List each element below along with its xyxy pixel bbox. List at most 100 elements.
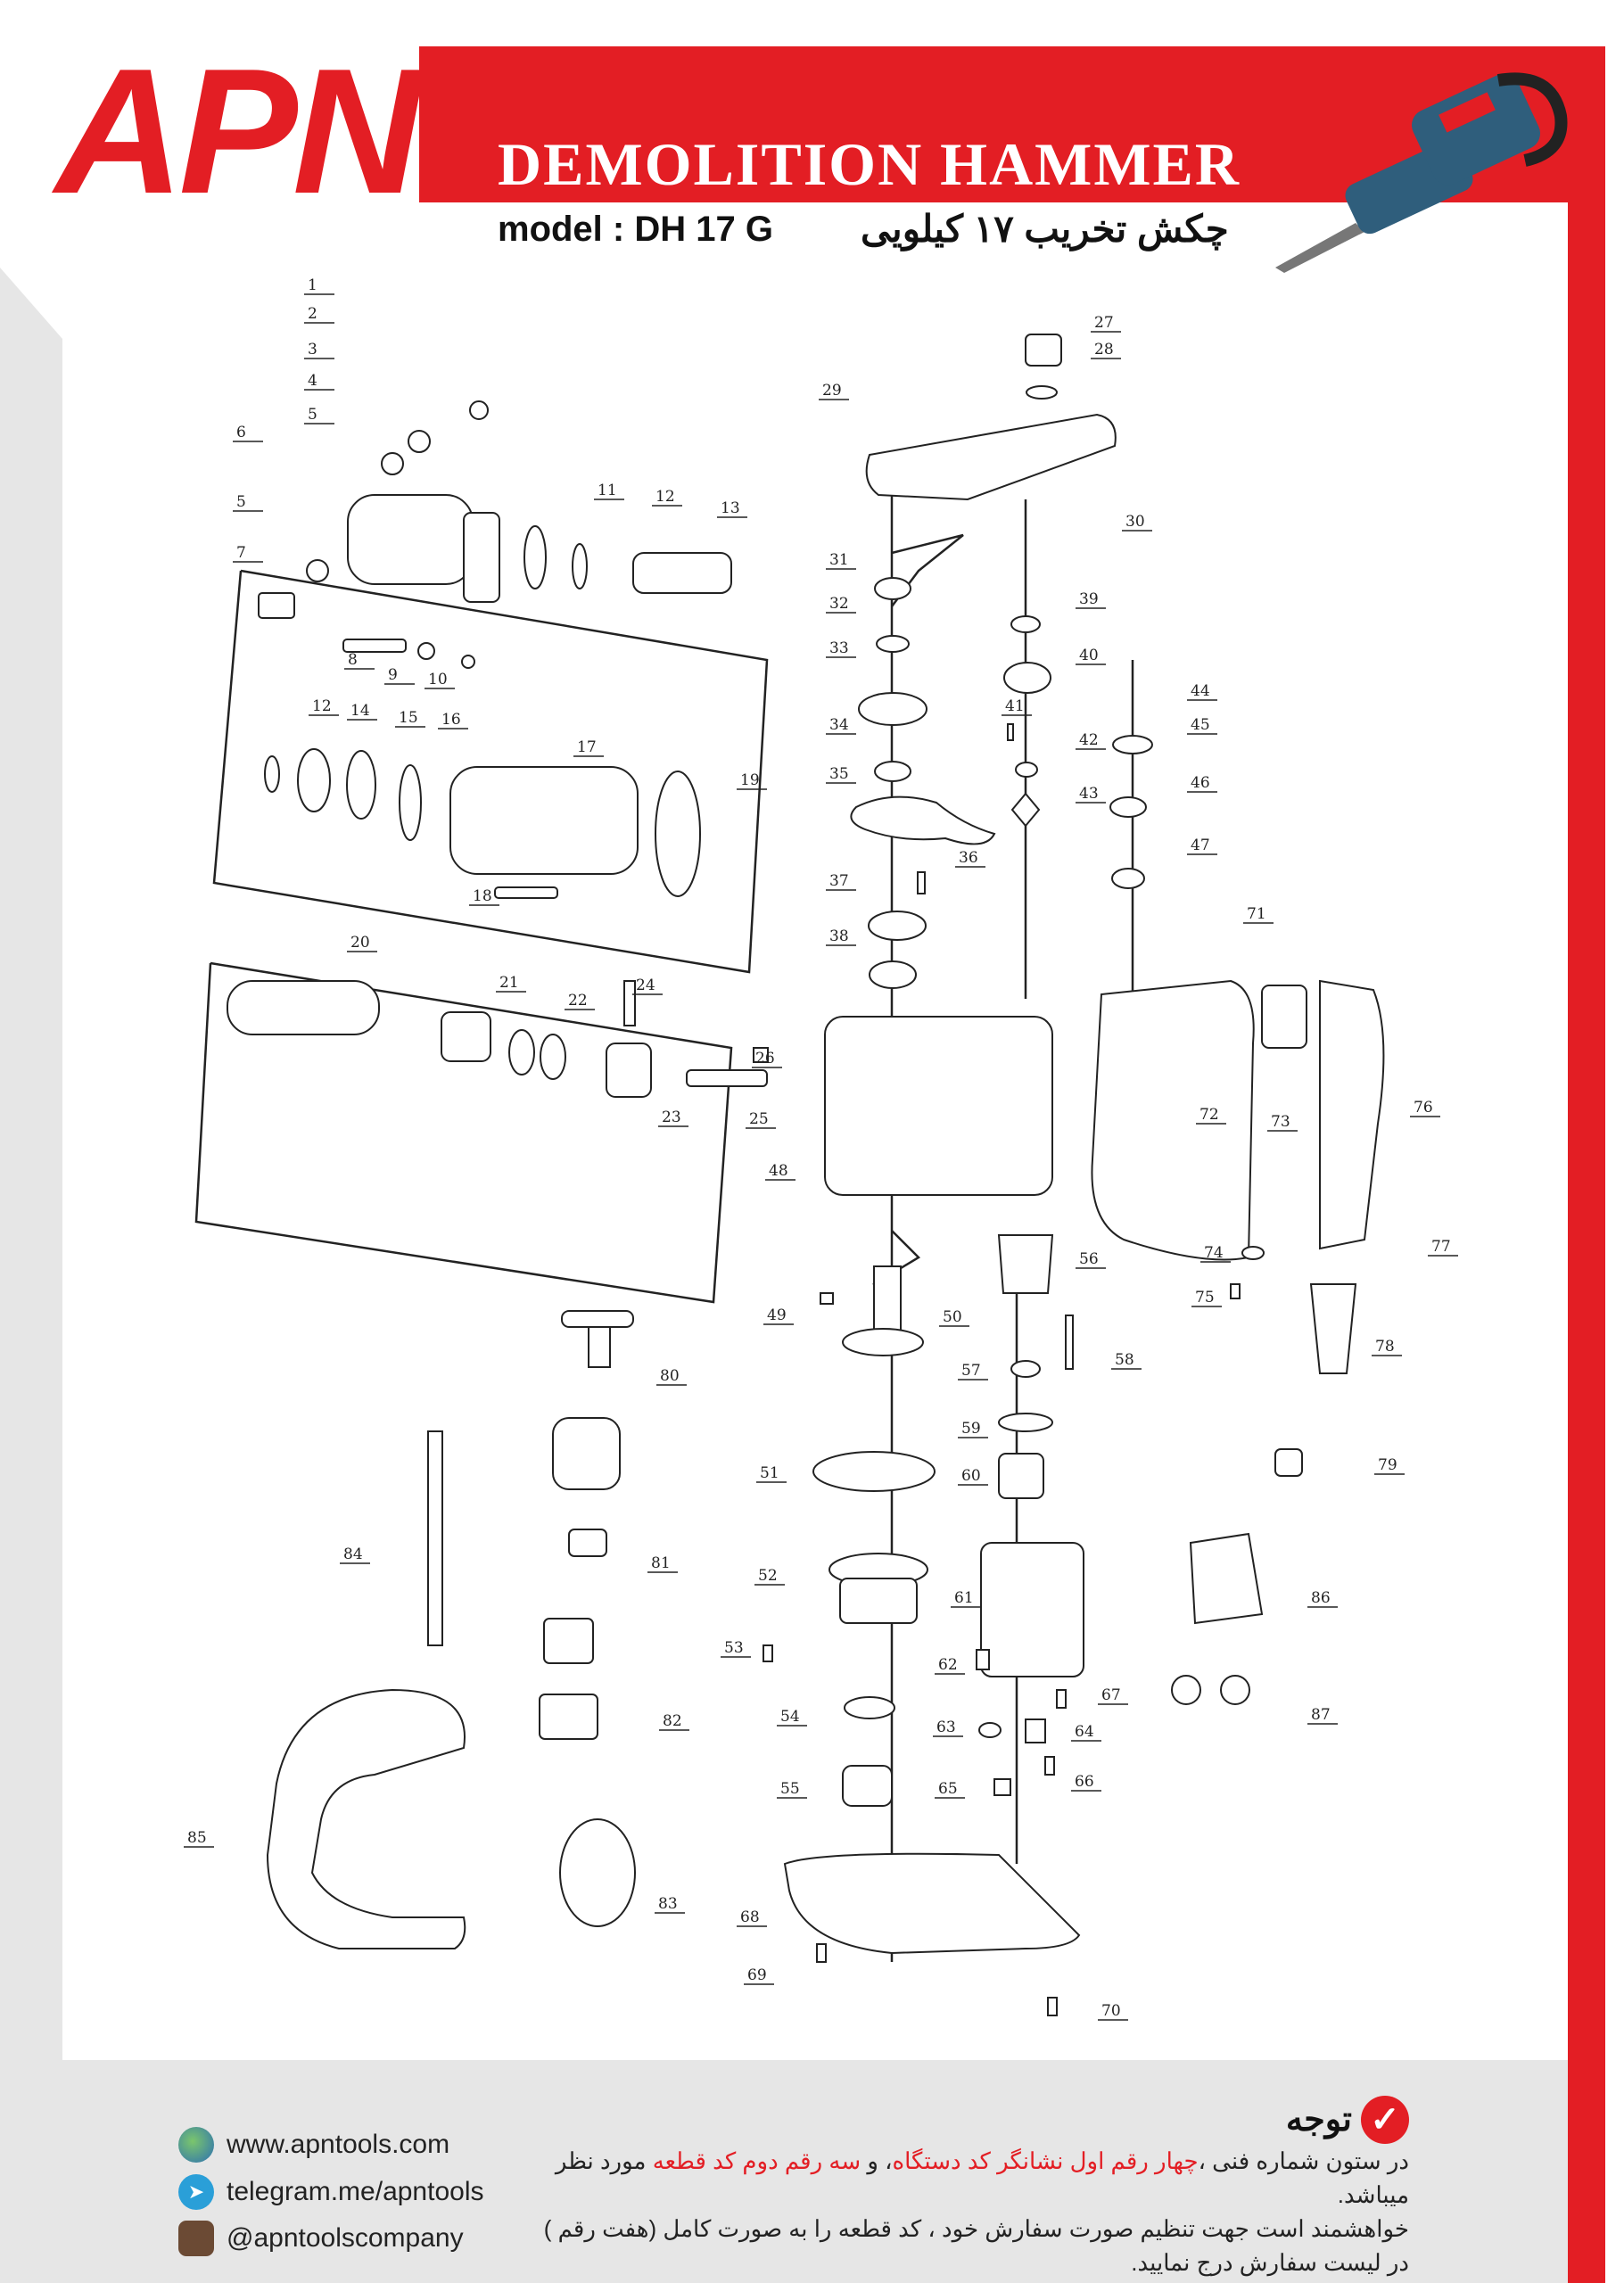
part-15	[346, 750, 376, 820]
part-label: 55	[780, 1780, 800, 1798]
part-53	[763, 1644, 773, 1662]
part-label: 22	[568, 992, 588, 1010]
part-33	[858, 692, 927, 726]
part-label: 14	[350, 702, 370, 720]
footer-band	[0, 2060, 1568, 2283]
note-highlight-2: سه رقم دوم کد قطعه	[652, 2147, 861, 2174]
telegram-contact[interactable]: ➤ telegram.me/apntools	[178, 2174, 484, 2210]
website-contact[interactable]: www.apntools.com	[178, 2127, 449, 2163]
part-label: 41	[1005, 697, 1025, 715]
part-label: 70	[1101, 2002, 1121, 2020]
part-63	[978, 1722, 1002, 1738]
part-label: 80	[660, 1367, 680, 1385]
part-80-top	[561, 1310, 634, 1328]
part-label: 31	[829, 551, 849, 569]
part-label: 68	[740, 1908, 760, 1926]
gray-side-band	[0, 268, 62, 2096]
order-note: ✓ توجه در ستون شماره فنی ،چهار رقم اول ن…	[535, 2096, 1409, 2279]
part-label: 37	[829, 872, 849, 890]
part-34	[874, 761, 911, 782]
part-75	[1230, 1283, 1241, 1299]
part-label: 33	[829, 639, 849, 657]
part-label: 69	[747, 1966, 767, 1984]
part-73-switch	[1261, 985, 1307, 1049]
note-text-c: مورد نظر میباشد.	[555, 2147, 1409, 2208]
part-23	[606, 1043, 652, 1098]
part-26	[753, 1047, 769, 1063]
part-50-gear	[842, 1328, 924, 1356]
part-label: 51	[760, 1464, 779, 1482]
part-label: 73	[1271, 1113, 1290, 1131]
part-label: 39	[1079, 590, 1099, 608]
part-label: 50	[943, 1308, 962, 1326]
part-24	[623, 980, 636, 1026]
part-label: 76	[1414, 1099, 1433, 1117]
part-12b	[264, 755, 280, 793]
part-label: 59	[961, 1420, 981, 1438]
part-58	[1065, 1315, 1074, 1370]
part-label: 53	[724, 1639, 744, 1657]
part-54	[844, 1696, 895, 1719]
part-label: 21	[499, 974, 519, 992]
part-42	[1015, 762, 1038, 778]
part-57	[1010, 1360, 1041, 1378]
part-label: 40	[1079, 647, 1099, 664]
part-25	[686, 1069, 768, 1087]
part-5	[306, 559, 329, 582]
part-35-gasket	[850, 795, 996, 845]
right-red-bar	[1568, 46, 1605, 2283]
part-label: 12	[312, 697, 332, 715]
part-85-handle	[266, 1688, 466, 1949]
part-82b	[539, 1694, 598, 1740]
part-22b	[540, 1034, 566, 1080]
part-64	[1025, 1718, 1046, 1743]
part-30-cover	[865, 413, 1117, 501]
apn-logo: APN	[55, 32, 421, 231]
part-label: 87	[1311, 1706, 1331, 1724]
part-label: 62	[938, 1656, 958, 1674]
part-label: 86	[1311, 1589, 1331, 1607]
part-label: 66	[1075, 1773, 1094, 1791]
part-47	[1111, 868, 1145, 889]
note-line-1: در ستون شماره فنی ،چهار رقم اول نشانگر ک…	[535, 2144, 1409, 2212]
part-label: 61	[954, 1589, 974, 1607]
part-label: 17	[577, 738, 597, 756]
part-label: 44	[1191, 682, 1210, 700]
part-label: 4	[308, 372, 317, 390]
part-label: 1	[308, 276, 317, 294]
part-39	[1010, 615, 1041, 633]
telegram-icon: ➤	[178, 2174, 214, 2210]
part-19	[655, 771, 701, 897]
part-12	[572, 543, 588, 589]
part-80-stem	[588, 1326, 611, 1368]
instagram-link[interactable]: @apntoolscompany	[227, 2223, 464, 2253]
part-31	[874, 577, 911, 600]
page-title: DEMOLITION HAMMER	[498, 130, 1241, 198]
part-4	[381, 452, 404, 475]
part-label: 29	[822, 382, 842, 400]
part-80	[552, 1417, 621, 1490]
telegram-link[interactable]: telegram.me/apntools	[227, 2177, 484, 2206]
website-link[interactable]: www.apntools.com	[227, 2130, 450, 2159]
part-87b	[1220, 1675, 1250, 1705]
part-label: 56	[1079, 1250, 1099, 1268]
part-label: 11	[598, 482, 617, 499]
part-label: 78	[1375, 1338, 1395, 1356]
part-label: 58	[1115, 1351, 1134, 1369]
part-78-cable-sleeve	[1309, 1283, 1357, 1374]
part-49	[820, 1292, 834, 1305]
part-60	[998, 1453, 1044, 1499]
part-65	[993, 1778, 1011, 1796]
part-48-gear-housing	[824, 1016, 1053, 1196]
part-label: 36	[959, 849, 978, 867]
part-66	[1044, 1756, 1055, 1776]
instagram-contact[interactable]: @apntoolscompany	[178, 2221, 464, 2256]
part-label: 10	[428, 671, 448, 688]
part-label: 13	[721, 499, 740, 517]
model-label: model : DH 17 G	[498, 210, 773, 249]
part-label: 84	[343, 1545, 363, 1563]
part-label: 48	[769, 1162, 788, 1180]
part-9	[417, 642, 435, 660]
